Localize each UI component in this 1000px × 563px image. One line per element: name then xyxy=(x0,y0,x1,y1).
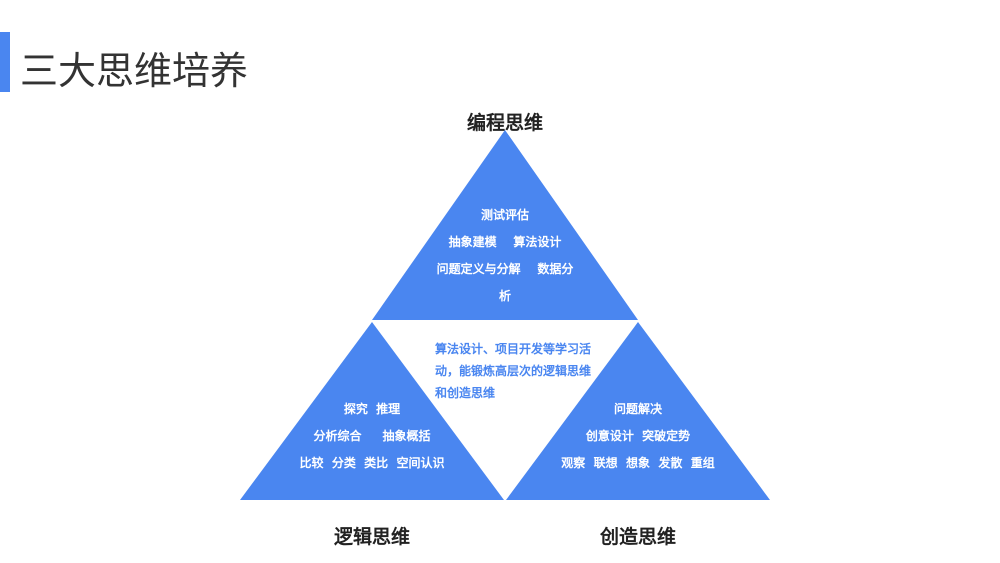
item: 比较 分类 类比 空间认识 xyxy=(299,456,445,470)
item: 探究 推理 xyxy=(343,402,401,416)
item: 问题解决 xyxy=(613,402,662,416)
page-title: 三大思维培养 xyxy=(20,49,249,93)
top-items: 测试评估 抽象建模 算法设计 问题定义与分解 数据分 析 xyxy=(437,206,574,314)
left-items: 探究 推理 分析综合 抽象概括 比较 分类 类比 空间认识 xyxy=(299,400,444,481)
right-triangle xyxy=(506,322,770,500)
top-triangle xyxy=(372,130,638,320)
left-label: 逻辑思维 xyxy=(333,526,411,548)
center-text: 算法设计、项目开发等学习活动，能锻炼高层次的逻辑思维和创造思维 xyxy=(435,342,592,400)
right-label: 创造思维 xyxy=(599,526,677,548)
item: 测试评估 xyxy=(480,208,529,222)
item: 析 xyxy=(498,289,511,303)
item: 分析综合 抽象概括 xyxy=(313,429,431,443)
top-label: 编程思维 xyxy=(466,112,544,134)
item: 抽象建模 算法设计 xyxy=(448,235,562,249)
item: 创意设计 突破定势 xyxy=(585,429,691,443)
item: 观察 联想 想象 发散 重组 xyxy=(561,456,715,470)
right-items: 问题解决 创意设计 突破定势 观察 联想 想象 发散 重组 xyxy=(561,400,714,481)
title-accent-bar xyxy=(0,32,10,92)
item: 问题定义与分解 数据分 xyxy=(436,262,574,276)
left-triangle xyxy=(240,322,504,500)
